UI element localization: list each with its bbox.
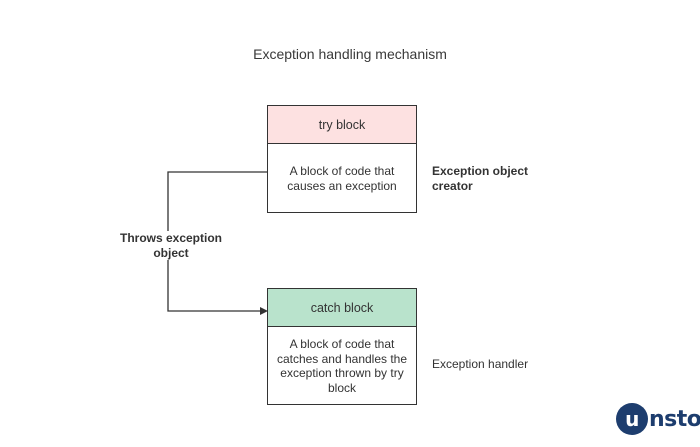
try-block-header: try block: [268, 106, 416, 144]
catch-block-header: catch block: [268, 289, 416, 327]
arrowhead-icon: [260, 307, 268, 315]
unstop-logo: unstop: [616, 403, 700, 435]
exception-object-creator-label: Exception object creator: [432, 164, 529, 193]
diagram-title: Exception handling mechanism: [253, 46, 447, 62]
catch-block-box: catch block A block of code that catches…: [267, 288, 417, 405]
try-block-box: try block A block of code that causes an…: [267, 105, 417, 213]
try-block-description: A block of code that causes an exception: [287, 164, 397, 193]
exception-handler-label: Exception handler: [432, 357, 529, 371]
catch-block-description: A block of code that catches and handles…: [276, 337, 408, 395]
logo-wordmark: nstop: [649, 406, 700, 432]
throws-exception-object-label: Throws exception object: [112, 231, 230, 260]
logo-badge-icon: u: [616, 403, 648, 435]
